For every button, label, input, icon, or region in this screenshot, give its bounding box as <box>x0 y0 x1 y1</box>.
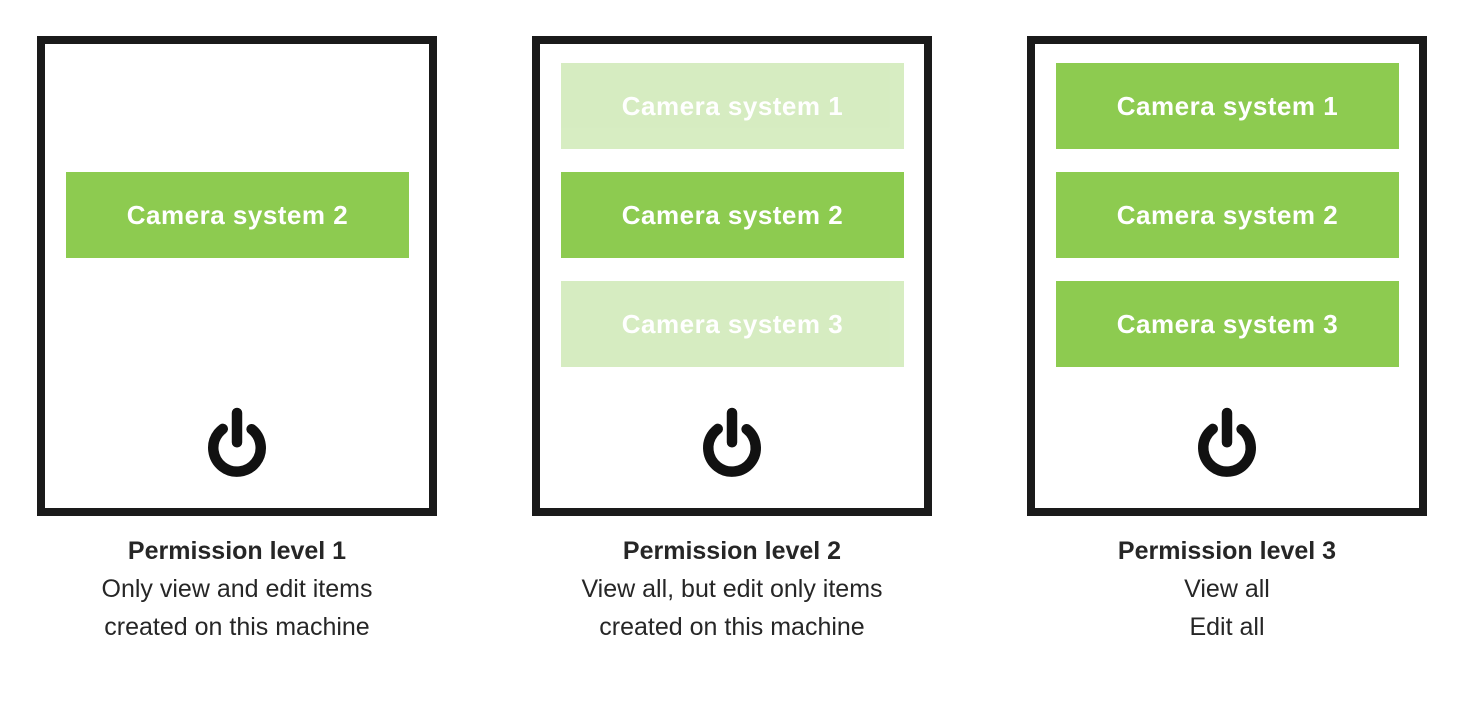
camera-system-1-button[interactable]: Camera system 1 <box>561 63 904 149</box>
caption-line: View all <box>1184 575 1270 603</box>
camera-system-3-button[interactable]: Camera system 3 <box>1056 281 1399 367</box>
permission-level-2-column: Camera system 1 Camera system 2 Camera s… <box>532 36 932 646</box>
permission-level-1-column: Camera system 2 Permission level 1 Only … <box>37 36 437 646</box>
device-frame-2: Camera system 1 Camera system 2 Camera s… <box>532 36 932 516</box>
permission-level-3-column: Camera system 1 Camera system 2 Camera s… <box>1027 36 1427 646</box>
camera-system-list: Camera system 1 Camera system 2 Camera s… <box>1035 44 1419 367</box>
camera-system-list: Camera system 2 <box>45 44 429 258</box>
caption-title: Permission level 3 <box>1117 537 1337 565</box>
caption-line: Edit all <box>1189 613 1265 641</box>
camera-system-2-button[interactable]: Camera system 2 <box>1056 172 1399 258</box>
caption-1: Permission level 1 Only view and edit it… <box>37 532 437 646</box>
power-icon[interactable] <box>1035 406 1419 480</box>
power-icon[interactable] <box>540 406 924 480</box>
caption-line: Only view and edit items <box>101 575 373 603</box>
caption-title: Permission level 2 <box>622 537 842 565</box>
caption-line: created on this machine <box>599 613 865 641</box>
device-frame-3: Camera system 1 Camera system 2 Camera s… <box>1027 36 1427 516</box>
empty-slot <box>66 63 409 149</box>
permission-levels-diagram: Camera system 2 Permission level 1 Only … <box>37 36 1427 646</box>
caption-2: Permission level 2 View all, but edit on… <box>532 532 932 646</box>
camera-system-list: Camera system 1 Camera system 2 Camera s… <box>540 44 924 367</box>
caption-line: created on this machine <box>104 613 370 641</box>
caption-line: View all, but edit only items <box>581 575 883 603</box>
caption-3: Permission level 3 View all Edit all <box>1027 532 1427 646</box>
camera-system-2-button[interactable]: Camera system 2 <box>561 172 904 258</box>
camera-system-1-button[interactable]: Camera system 1 <box>1056 63 1399 149</box>
device-frame-1: Camera system 2 <box>37 36 437 516</box>
power-icon[interactable] <box>45 406 429 480</box>
caption-title: Permission level 1 <box>127 537 347 565</box>
camera-system-3-button[interactable]: Camera system 3 <box>561 281 904 367</box>
camera-system-2-button[interactable]: Camera system 2 <box>66 172 409 258</box>
